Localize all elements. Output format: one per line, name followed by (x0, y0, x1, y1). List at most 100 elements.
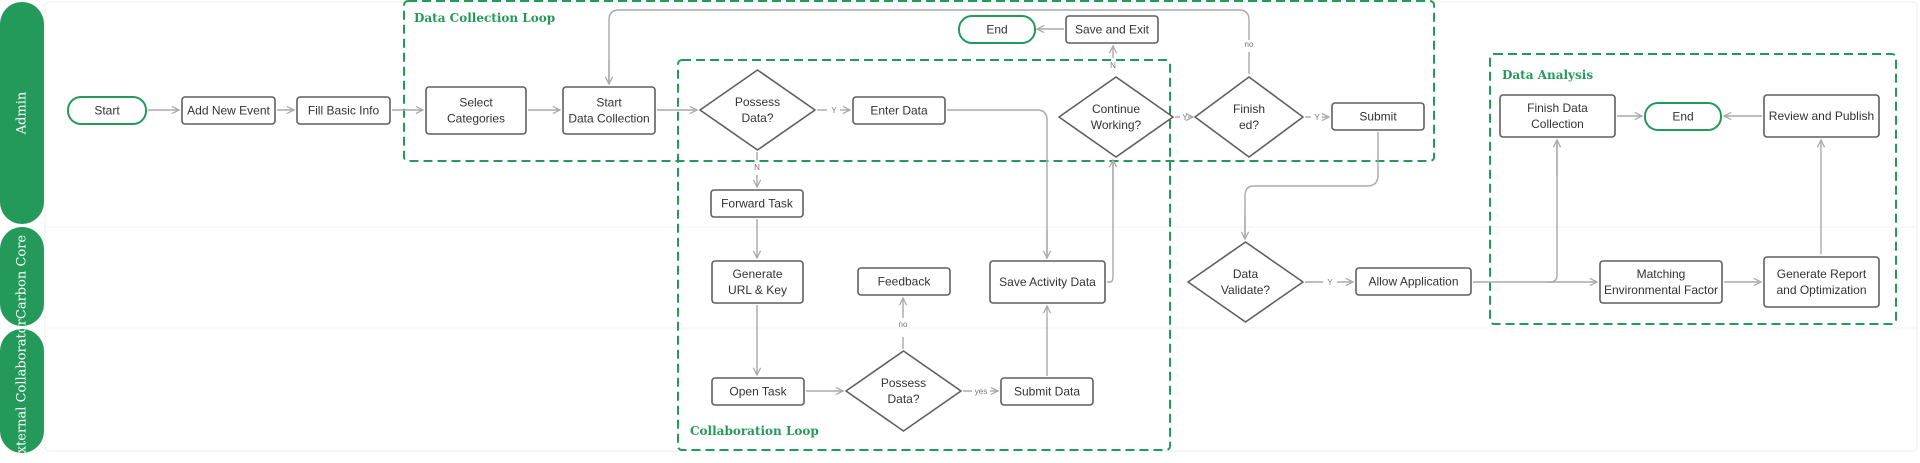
node-label: Finish (1233, 102, 1265, 116)
edge-label: Y (1314, 113, 1320, 122)
node-label: ed? (1239, 118, 1259, 132)
node-fill-basic-info[interactable]: Fill Basic Info (296, 96, 391, 125)
process-box (296, 96, 391, 125)
process-box (989, 260, 1106, 304)
node-label: Environmental Factor (1604, 283, 1718, 297)
terminal-shape (1644, 102, 1722, 131)
group-label: Data Analysis (1502, 68, 1593, 82)
group-data-collection-loop (403, 0, 1435, 162)
process-box (1763, 94, 1880, 138)
node-label: URL & Key (728, 283, 787, 297)
node-feedback[interactable]: Feedback (857, 267, 951, 296)
process-box (852, 96, 946, 125)
node-label: Feedback (878, 275, 932, 289)
node-label: Possess (735, 95, 780, 109)
node-label: Fill Basic Info (308, 104, 380, 118)
edge-line (1548, 140, 1558, 283)
node-save-activity-data[interactable]: Save Activity Data (989, 260, 1106, 304)
node-label: Categories (447, 112, 505, 126)
process-box (711, 260, 804, 304)
decision-diamond (845, 350, 962, 432)
process-box (1763, 256, 1880, 308)
decision-diamond (1194, 76, 1304, 158)
node-label: Collection (1531, 117, 1584, 131)
edge-label: yes (975, 387, 987, 396)
decision-diamond (699, 69, 816, 151)
edge-label: no (899, 320, 908, 329)
node-label: Submit Data (1014, 385, 1080, 399)
node-label: Start (94, 104, 120, 118)
edge-line (947, 109, 1048, 258)
node-label: Select (459, 96, 493, 110)
node-review-and-publish[interactable]: Review and Publish (1763, 94, 1880, 138)
group-label: Data Collection Loop (414, 11, 555, 25)
decision-diamond (1058, 76, 1174, 158)
decision-diamond (1187, 241, 1304, 323)
node-submit[interactable]: Submit (1331, 102, 1425, 131)
node-save-and-exit[interactable]: Save and Exit (1065, 15, 1159, 44)
process-box (711, 377, 805, 406)
node-label: and Optimization (1776, 283, 1866, 297)
node-label: Submit (1359, 110, 1397, 124)
edge-label: Y (831, 106, 837, 115)
edge-label: Y (1182, 113, 1188, 122)
node-submit-data[interactable]: Submit Data (1000, 377, 1094, 406)
process-box (425, 86, 527, 135)
node-end-analysis[interactable]: End (1644, 102, 1722, 131)
node-start[interactable]: Start (67, 96, 147, 125)
node-end-top[interactable]: End (958, 15, 1036, 44)
node-label: Add New Event (187, 104, 270, 118)
process-box (1599, 260, 1723, 304)
lane-label-carbon-core: Carbon Core (0, 227, 44, 326)
process-box (1331, 102, 1425, 131)
node-label: Allow Application (1368, 275, 1458, 289)
node-label: Data Collection (568, 112, 649, 126)
node-label: End (1672, 110, 1693, 124)
group-data-analysis (1489, 53, 1897, 325)
group-collaboration-loop (677, 59, 1171, 451)
node-label: Data (1233, 267, 1259, 281)
node-label: Generate (732, 267, 782, 281)
node-allow-application[interactable]: Allow Application (1355, 267, 1472, 296)
group-label: Collaboration Loop (690, 424, 819, 438)
lane-label-external-collaborator: External Collaborator (0, 319, 44, 463)
node-label: Working? (1091, 118, 1142, 132)
edge-label: N (754, 163, 760, 172)
node-label: Continue (1092, 102, 1140, 116)
edge-label: Y (1327, 278, 1333, 287)
node-enter-data[interactable]: Enter Data (852, 96, 946, 125)
node-label: Start (596, 96, 622, 110)
edge-line (608, 9, 1250, 84)
node-label: Possess (881, 376, 926, 390)
node-add-new-event[interactable]: Add New Event (181, 96, 276, 125)
node-forward-task[interactable]: Forward Task (710, 189, 804, 218)
edge-label: no (1245, 40, 1254, 49)
process-box (710, 189, 804, 218)
node-label: Forward Task (721, 197, 794, 211)
node-finished[interactable]: Finish ed? (1194, 76, 1304, 158)
node-label: Generate Report (1777, 267, 1867, 281)
process-box (181, 96, 276, 125)
terminal-shape (958, 15, 1036, 44)
edge-line (1244, 132, 1379, 239)
node-label: End (986, 23, 1007, 37)
node-label: Open Task (729, 385, 787, 399)
terminal-shape (67, 96, 147, 125)
process-box (857, 267, 951, 296)
process-box (1355, 267, 1472, 296)
node-generate-report[interactable]: Generate Report and Optimization (1763, 256, 1880, 308)
node-open-task[interactable]: Open Task (711, 377, 805, 406)
node-label: Save Activity Data (999, 275, 1096, 289)
node-label: Finish Data (1527, 101, 1588, 115)
